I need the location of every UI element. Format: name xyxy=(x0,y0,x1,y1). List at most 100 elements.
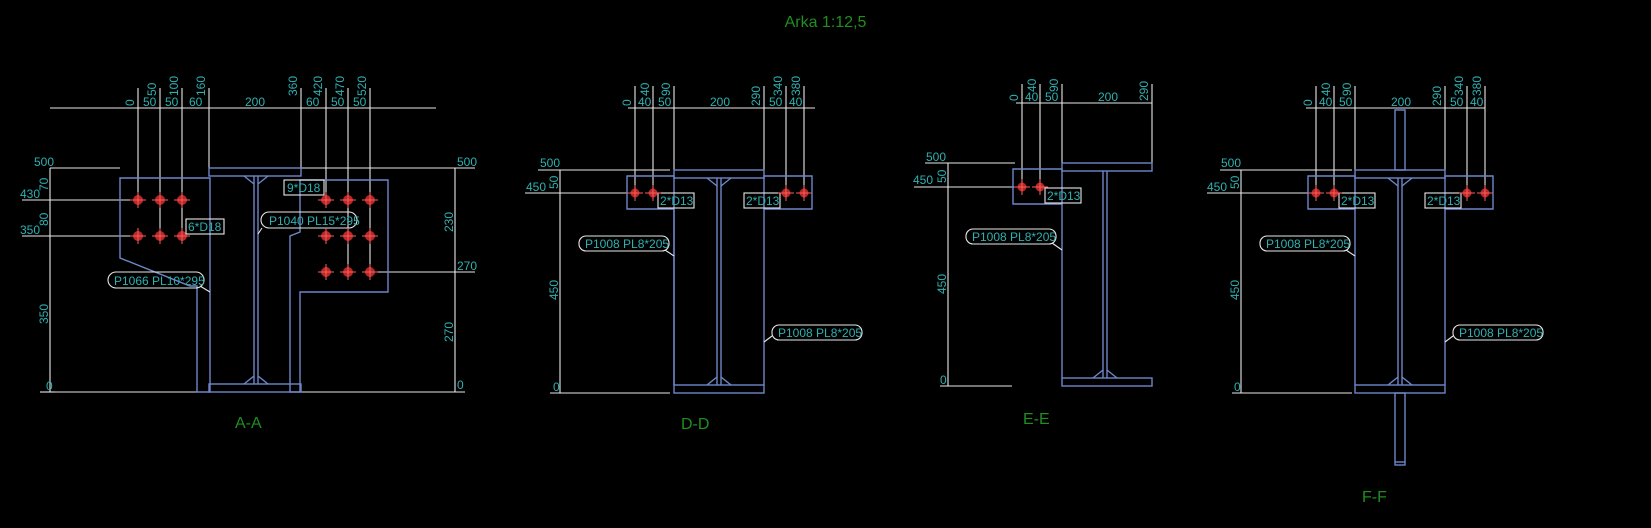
dd-top-dimensions: 0 40 90 290 340 380 40 50 200 50 40 xyxy=(620,76,803,109)
ee-dim-seg: 450 xyxy=(935,274,949,294)
ee-dim-seg: 50 xyxy=(1045,90,1059,104)
ee-level: 500 xyxy=(926,150,946,164)
ff-dim-cum: 340 xyxy=(1452,76,1466,96)
aa-dim-seg: 230 xyxy=(442,212,456,232)
ff-dim-seg: 50 xyxy=(1339,95,1353,109)
drawing-scale-title: Arka 1:12,5 xyxy=(784,14,867,31)
ff-left-dimensions: 500 450 0 50 450 xyxy=(1207,156,1242,394)
ee-level: 0 xyxy=(940,373,947,387)
aa-dim-seg: 270 xyxy=(442,322,456,342)
ff-top-dimensions: 0 40 90 290 340 380 40 50 200 50 40 xyxy=(1301,76,1484,109)
aa-dim-seg: 50 xyxy=(165,95,179,109)
ff-dim-seg: 40 xyxy=(1470,95,1484,109)
ff-level: 500 xyxy=(1221,156,1241,170)
ee-level: 450 xyxy=(913,173,933,187)
aa-plate-label: P1066 PL10*295 xyxy=(114,274,205,288)
aa-callouts: 9*D18 6*D18 P1040 PL15*295 P1066 PL10*29… xyxy=(107,179,360,293)
section-ff[interactable]: 0 40 90 290 340 380 40 50 200 50 40 500 … xyxy=(1207,76,1544,506)
aa-dim-cum: 470 xyxy=(333,76,347,96)
ff-bolt-label: 2*D13 xyxy=(1427,194,1461,208)
ee-callouts: 2*D13 P1008 PL8*205 xyxy=(965,187,1082,251)
dd-level: 500 xyxy=(540,156,560,170)
ee-dim-cum: 0 xyxy=(1007,94,1021,101)
dd-bolt-label: 2*D13 xyxy=(746,194,780,208)
section-dd[interactable]: 0 40 90 290 340 380 40 50 200 50 40 500 … xyxy=(525,76,863,433)
dd-dim-cum: 290 xyxy=(749,86,763,106)
dd-dim-seg: 50 xyxy=(547,175,561,189)
ee-left-dimensions: 500 450 0 50 450 xyxy=(913,150,949,387)
dd-section-name: D-D xyxy=(681,416,709,433)
ff-beam-section xyxy=(1307,109,1494,466)
ee-dim-seg: 40 xyxy=(1025,90,1039,104)
aa-plate-label: P1040 PL15*295 xyxy=(269,214,360,228)
aa-dim-seg: 60 xyxy=(189,95,203,109)
dd-dim-cum: 0 xyxy=(620,99,634,106)
ee-dim-cum: 90 xyxy=(1047,78,1061,92)
section-aa[interactable]: 0 50 100 160 360 420 470 520 50 50 60 20… xyxy=(20,76,477,432)
aa-dim-seg: 50 xyxy=(331,95,345,109)
dd-dim-cum: 90 xyxy=(659,82,673,96)
dd-dim-seg: 40 xyxy=(789,95,803,109)
ff-plate-label: P1008 PL8*205 xyxy=(1459,326,1543,340)
ff-dim-cum: 40 xyxy=(1319,82,1333,96)
ee-section-name: E-E xyxy=(1023,411,1050,428)
dd-callouts: 2*D13 2*D13 P1008 PL8*205 P1008 PL8*205 xyxy=(578,192,863,343)
aa-beam-section xyxy=(208,167,302,393)
ee-top-dimensions: 0 40 90 290 40 50 200 xyxy=(1007,78,1151,104)
aa-dim-cum: 100 xyxy=(167,76,181,96)
aa-dim-cum: 50 xyxy=(145,82,159,96)
ff-dim-seg: 40 xyxy=(1319,95,1333,109)
aa-level: 270 xyxy=(457,259,477,273)
aa-top-dimensions: 0 50 100 160 360 420 470 520 50 50 60 20… xyxy=(123,76,369,109)
ff-bolt-label: 2*D13 xyxy=(1341,194,1375,208)
dd-dim-cum: 340 xyxy=(771,76,785,96)
aa-level: 0 xyxy=(457,378,464,392)
ff-level: 0 xyxy=(1234,380,1241,394)
ff-dim-cum: 0 xyxy=(1301,99,1315,106)
dd-dim-seg: 40 xyxy=(638,95,652,109)
aa-dim-seg: 50 xyxy=(143,95,157,109)
aa-level: 350 xyxy=(20,223,40,237)
aa-dim-cum: 520 xyxy=(355,76,369,96)
dd-left-dimensions: 500 450 0 50 450 xyxy=(526,156,561,394)
ff-callouts: 2*D13 2*D13 P1008 PL8*205 P1008 PL8*205 xyxy=(1259,192,1544,343)
bolt-crosshairs xyxy=(130,179,1493,280)
aa-bolt-label: 9*D18 xyxy=(287,181,321,195)
ee-extension-lines xyxy=(914,84,1153,387)
aa-dim-cum: 160 xyxy=(194,76,208,96)
ee-plate-label: P1008 PL8*205 xyxy=(972,230,1056,244)
dd-dim-cum: 380 xyxy=(789,76,803,96)
dd-extension-lines xyxy=(525,86,815,394)
ff-plate-label: P1008 PL8*205 xyxy=(1266,237,1350,251)
ff-dim-seg: 200 xyxy=(1391,95,1411,109)
ee-dim-cum: 40 xyxy=(1025,78,1039,92)
dd-dim-seg: 50 xyxy=(769,95,783,109)
aa-dim-seg: 50 xyxy=(353,95,367,109)
aa-left-dimensions: 500 430 350 0 70 80 350 xyxy=(20,155,54,393)
dd-level: 450 xyxy=(526,180,546,194)
section-ee[interactable]: 0 40 90 290 40 50 200 500 450 0 50 450 2… xyxy=(913,78,1153,428)
ff-dim-cum: 380 xyxy=(1470,76,1484,96)
aa-dim-cum: 420 xyxy=(311,76,325,96)
ee-dim-seg: 200 xyxy=(1098,90,1118,104)
dd-dim-cum: 40 xyxy=(638,82,652,96)
aa-dim-cum: 0 xyxy=(123,99,137,106)
aa-dim-seg: 70 xyxy=(37,177,51,191)
ff-extension-lines xyxy=(1207,86,1486,394)
ff-dim-cum: 290 xyxy=(1430,86,1444,106)
aa-section-name: A-A xyxy=(235,415,262,432)
dd-dim-seg: 200 xyxy=(710,95,730,109)
ee-bolt-label: 2*D13 xyxy=(1047,189,1081,203)
aa-right-dimensions: 500 270 0 230 270 xyxy=(442,155,477,392)
aa-level: 430 xyxy=(20,187,40,201)
ff-dim-seg: 450 xyxy=(1228,280,1242,300)
aa-dim-seg: 80 xyxy=(37,212,51,226)
dd-plate-label: P1008 PL8*205 xyxy=(585,237,669,251)
ee-beam-section xyxy=(1012,162,1153,387)
aa-bolt-label: 6*D18 xyxy=(188,220,222,234)
aa-level: 500 xyxy=(457,155,477,169)
aa-top-extension-lines xyxy=(22,88,475,393)
dd-plate-label: P1008 PL8*205 xyxy=(778,326,862,340)
aa-dim-cum: 360 xyxy=(286,76,300,96)
